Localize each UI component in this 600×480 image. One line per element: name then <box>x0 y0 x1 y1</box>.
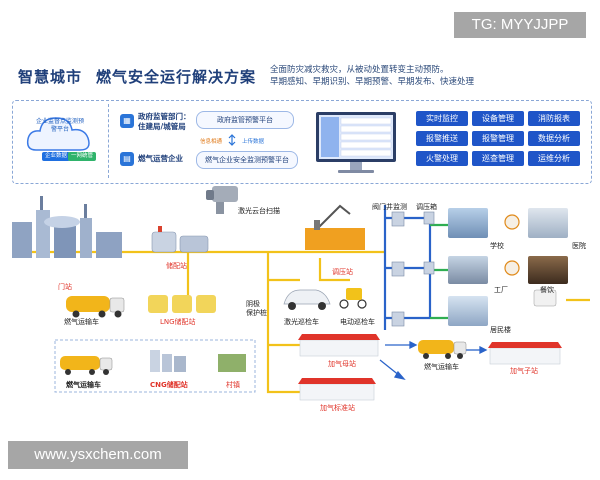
label-hospital: 医院 <box>572 242 586 250</box>
label-gas-truck-1: 燃气运输车 <box>64 318 99 326</box>
enterprise-role: 燃气运营企业 <box>138 154 183 163</box>
btn-fire-handling[interactable]: 火警处理 <box>416 151 468 166</box>
btn-ops-analysis[interactable]: 运维分析 <box>528 151 580 166</box>
government-icon: ▦ <box>120 114 134 128</box>
school-photo <box>448 208 488 238</box>
residential-photo <box>448 296 488 326</box>
label-door-station: 门站 <box>58 283 72 291</box>
label-pressure-box: 调压箱 <box>416 203 437 211</box>
label-cathodic-protection: 阴极 保护桩 <box>246 300 267 317</box>
link-right-label: 上传数据 <box>242 139 265 145</box>
government-role: 政府监管部门： 住建局/城管局 <box>138 112 191 132</box>
slogan-line-1: 全面防灾减灾救灾，从被动处置转变主动预防。 <box>270 65 449 75</box>
title-left: 智慧城市 <box>18 68 83 86</box>
btn-patrol-management[interactable]: 巡查管理 <box>472 151 524 166</box>
label-village: 村镇 <box>226 381 240 389</box>
label-restaurant: 餐饮 <box>540 286 554 294</box>
btn-fire-report[interactable]: 消防报表 <box>528 111 580 126</box>
label-daughter-station: 加气子站 <box>510 367 538 375</box>
platform-panel <box>12 100 592 184</box>
title-right: 燃气安全运行解决方案 <box>96 68 257 86</box>
label-storage-station: 储配站 <box>166 262 187 270</box>
label-laser-ptz: 激光云台扫描 <box>238 207 280 215</box>
btn-alarm-push[interactable]: 报警推送 <box>416 131 468 146</box>
government-role-line-1: 政府监管部门： <box>138 112 191 121</box>
label-laser-car: 激光巡检车 <box>284 318 319 326</box>
cloud-label: 企业监督点监测预警平台 <box>35 118 84 133</box>
label-factory: 工厂 <box>494 286 508 294</box>
chip-enterprise-data: 企业数据 <box>42 152 71 161</box>
label-gas-truck-2: 燃气运输车 <box>66 381 101 389</box>
enterprise-icon: ▤ <box>120 152 134 166</box>
label-valve-well: 阀门井监测 <box>372 203 407 211</box>
chip-unified-management: 一网统管 <box>68 152 97 161</box>
watermark-bottom: www.ysxchem.com <box>8 441 188 469</box>
slogans: 全面防灾减灾救灾，从被动处置转变主动预防。 早期感知、早期识别、早期预警、早期发… <box>270 64 474 88</box>
cloud-icon <box>26 117 90 151</box>
enterprise-platform: 燃气企业安全监测预警平台 <box>196 151 298 169</box>
restaurant-photo <box>528 256 568 284</box>
label-cng-storage: CNG储配站 <box>150 381 188 389</box>
government-platform: 政府监管预警平台 <box>196 111 294 129</box>
btn-realtime-monitor[interactable]: 实时监控 <box>416 111 468 126</box>
label-standard-station: 加气标准站 <box>320 404 355 412</box>
label-gas-truck-3: 燃气运输车 <box>424 363 459 371</box>
label-mother-station: 加气母站 <box>328 360 356 368</box>
watermark-top: TG: MYYJJPP <box>454 12 586 38</box>
label-school: 学校 <box>490 242 504 250</box>
factory-photo <box>448 256 488 284</box>
slogan-line-2: 早期感知、早期识别、早期预警、早期发布、快速处理 <box>270 77 475 87</box>
arrows-icon <box>228 134 236 146</box>
label-pressure-station: 调压站 <box>332 268 353 276</box>
label-e-car: 电动巡检车 <box>340 318 375 326</box>
label-residential: 居民楼 <box>490 326 511 334</box>
link-left-label: 信息相通 <box>200 139 223 145</box>
btn-device-management[interactable]: 设备管理 <box>472 111 524 126</box>
page-title: 智慧城市燃气安全运行解决方案 <box>18 66 256 87</box>
hospital-photo <box>528 208 568 238</box>
government-role-line-2: 住建局/城管局 <box>138 122 186 131</box>
monitor-screen-icon <box>316 112 396 173</box>
btn-alarm-management[interactable]: 报警管理 <box>472 131 524 146</box>
panel-divider <box>108 104 109 178</box>
label-lng-storage: LNG储配站 <box>160 318 196 326</box>
btn-data-analysis[interactable]: 数据分析 <box>528 131 580 146</box>
